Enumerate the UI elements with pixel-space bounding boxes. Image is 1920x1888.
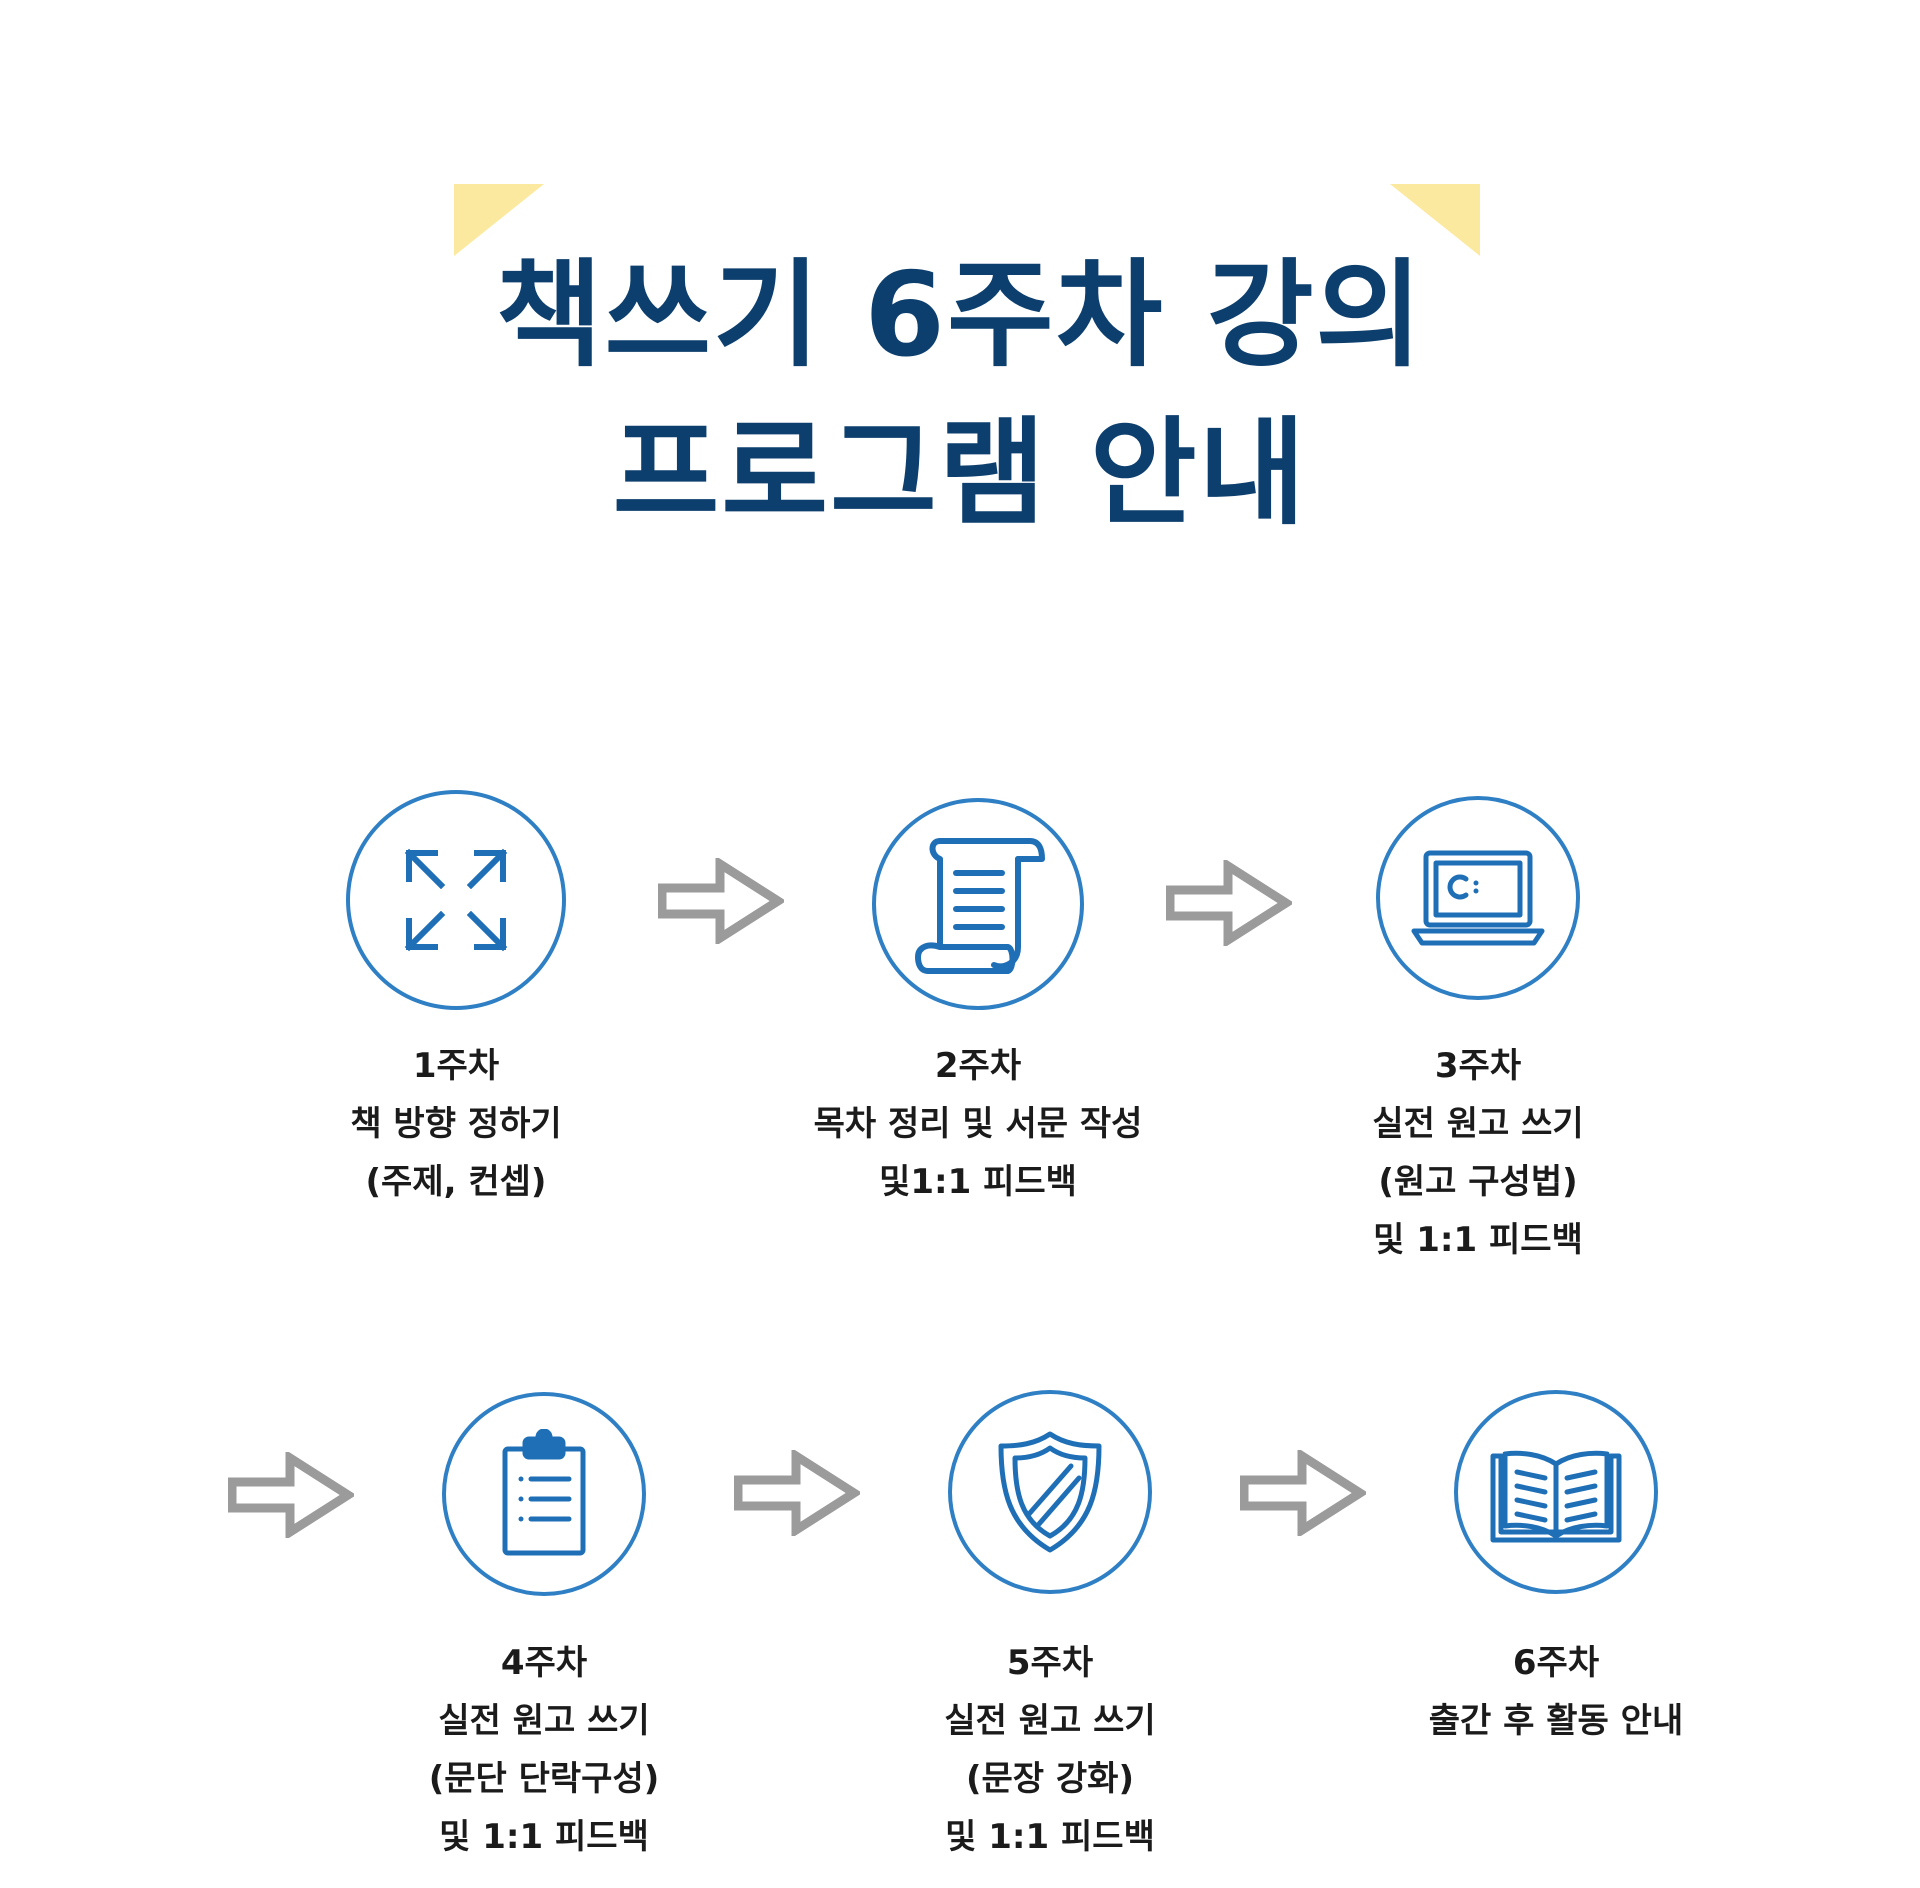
laptop-icon (1411, 850, 1545, 946)
flow-arrow-5 (1240, 1450, 1366, 1536)
step-5-line-3: (문장 강화) (965, 1759, 1135, 1799)
step-4-line-3: (문단 단락구성) (428, 1759, 660, 1799)
step-6-circle (1454, 1390, 1658, 1594)
step-1-line-2: 책 방향 정하기 (350, 1104, 562, 1144)
step-2-week: 2주차 (934, 1046, 1022, 1086)
step-6-line-2: 출간 후 활동 안내 (1428, 1701, 1684, 1741)
step-2-line-3: 및1:1 피드백 (879, 1162, 1077, 1202)
step-3-line-4: 및 1:1 피드백 (1373, 1220, 1583, 1260)
step-6-label: 6주차 출간 후 활동 안내 (1316, 1634, 1796, 1750)
open-book-icon (1490, 1450, 1622, 1543)
step-5-line-4: 및 1:1 피드백 (945, 1817, 1155, 1857)
flow-arrow-2 (1166, 860, 1292, 946)
step-2-label: 2주차 목차 정리 및 서문 작성 및1:1 피드백 (738, 1037, 1218, 1211)
step-4-week: 4주차 (500, 1643, 588, 1683)
step-5-label: 5주차 실전 원고 쓰기 (문장 강화) 및 1:1 피드백 (810, 1634, 1290, 1866)
page-title-line-2: 프로그램 안내 (612, 406, 1308, 541)
step-2-circle (872, 798, 1084, 1010)
step-6-week: 6주차 (1512, 1643, 1600, 1683)
step-5-circle (948, 1390, 1152, 1594)
step-2-line-2: 목차 정리 및 서문 작성 (813, 1104, 1143, 1144)
shield-icon (998, 1431, 1102, 1553)
step-5-week: 5주차 (1006, 1643, 1094, 1683)
step-3-label: 3주차 실전 원고 쓰기 (원고 구성법) 및 1:1 피드백 (1238, 1037, 1718, 1269)
step-3-line-3: (원고 구성법) (1378, 1162, 1578, 1202)
right-corner-triangle (1390, 184, 1480, 256)
step-4-line-4: 및 1:1 피드백 (439, 1817, 649, 1857)
scroll-document-icon (915, 838, 1045, 974)
step-1-label: 1주차 책 방향 정하기 (주제, 컨셉) (216, 1037, 696, 1211)
step-5-line-2: 실전 원고 쓰기 (944, 1701, 1156, 1741)
step-3-week: 3주차 (1434, 1046, 1522, 1086)
step-4-label: 4주차 실전 원고 쓰기 (문단 단락구성) 및 1:1 피드백 (304, 1634, 784, 1866)
page-title-line-1: 책쓰기 6주차 강의 (495, 248, 1425, 383)
left-corner-triangle (454, 184, 544, 256)
step-4-line-2: 실전 원고 쓰기 (438, 1701, 650, 1741)
step-1-week: 1주차 (412, 1046, 500, 1086)
step-1-circle (346, 790, 566, 1010)
step-1-line-3: (주제, 컨셉) (365, 1162, 547, 1202)
flow-arrow-4 (734, 1450, 860, 1536)
step-4-circle (442, 1392, 646, 1596)
step-3-line-2: 실전 원고 쓰기 (1372, 1104, 1584, 1144)
clipboard-list-icon (502, 1429, 586, 1556)
expand-arrows-icon (404, 848, 508, 952)
flow-arrow-1 (658, 858, 784, 944)
step-3-circle (1376, 796, 1580, 1000)
flow-arrow-3 (228, 1452, 354, 1538)
